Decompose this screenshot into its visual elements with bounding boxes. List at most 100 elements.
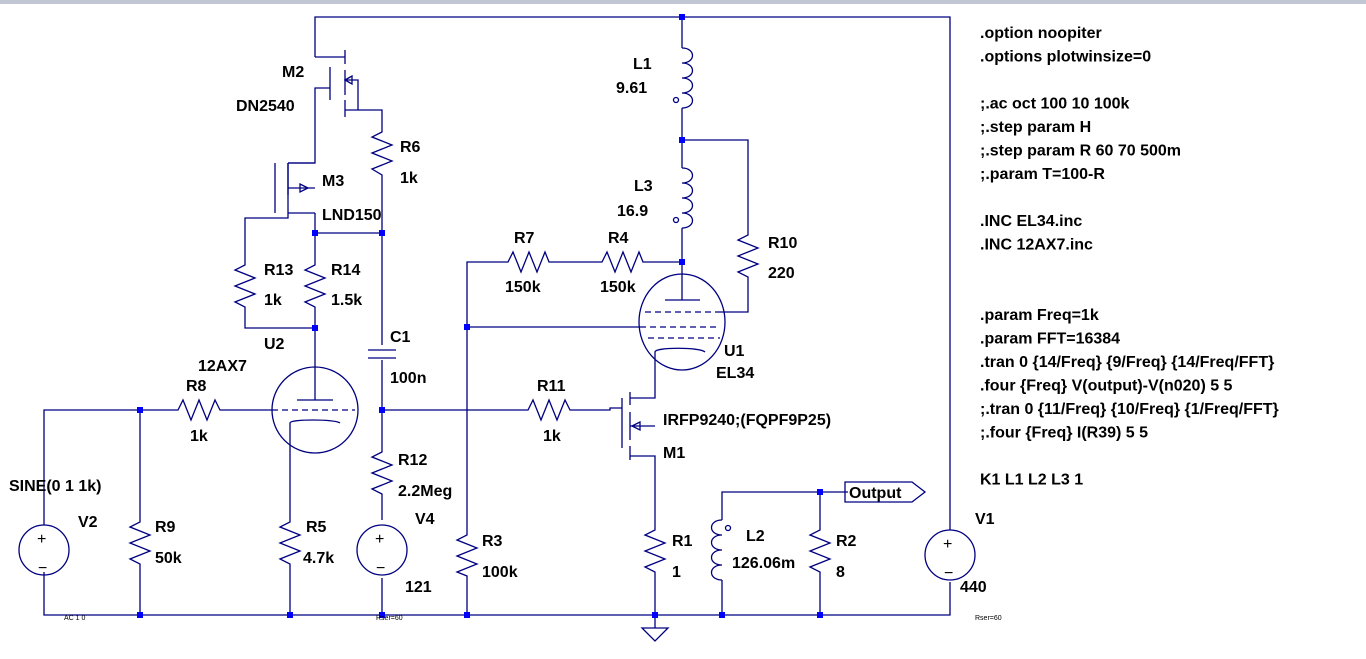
spice-directive-line[interactable]: .option noopiter — [980, 25, 1102, 42]
label-V2-value: SINE(0 1 1k) — [9, 478, 101, 495]
resistor-R14[interactable] — [303, 253, 327, 312]
capacitor-C1[interactable] — [368, 349, 396, 359]
spice-directive-line[interactable]: .four {Freq} V(output)-V(n020) 5 5 — [980, 378, 1233, 395]
schematic-svg[interactable]: + − + − + − Output M2 DN2540 R6 1k M3 LN… — [0, 4, 1366, 654]
label-R9-ref: R9 — [155, 519, 176, 536]
resistor-R10[interactable] — [736, 225, 760, 283]
svg-text:−: − — [376, 560, 385, 577]
svg-text:+: + — [37, 531, 46, 548]
spice-directive-line[interactable]: ;.step param R 60 70 500m — [980, 143, 1181, 160]
label-L1-ref: L1 — [633, 56, 652, 73]
label-R12-value: 2.2Meg — [398, 483, 452, 500]
label-R2-value: 8 — [836, 564, 845, 581]
mosfet-M1[interactable] — [621, 378, 656, 465]
inductor-L2[interactable] — [710, 519, 732, 581]
label-V4-sub: Rser=60 — [376, 615, 403, 622]
label-R13-value: 1k — [264, 292, 282, 309]
wire-top-rail — [314, 16, 951, 530]
tube-U1[interactable] — [638, 273, 726, 371]
schematic-canvas[interactable]: + − + − + − Output M2 DN2540 R6 1k M3 LN… — [0, 4, 1366, 654]
label-M3-ref: M3 — [322, 173, 344, 190]
label-R7-value: 150k — [505, 279, 541, 296]
label-V1-sub: Rser=60 — [975, 615, 1002, 622]
svg-text:+: + — [375, 531, 384, 548]
label-M2-value: DN2540 — [236, 98, 295, 115]
spice-directive-line[interactable]: ;.step param H — [980, 119, 1091, 136]
inductor-L3[interactable] — [672, 167, 694, 229]
inductor-L1[interactable] — [672, 47, 694, 109]
label-R13-ref: R13 — [264, 262, 293, 279]
wire-ground-rail — [43, 572, 951, 616]
label-V2-ref: V2 — [78, 514, 98, 531]
spice-directive-line[interactable]: .options plotwinsize=0 — [980, 49, 1151, 66]
spice-directive-line[interactable]: .tran 0 {14/Freq} {9/Freq} {14/Freq/FFT} — [980, 354, 1274, 371]
title-bar — [0, 0, 1366, 4]
label-R1-value: 1 — [672, 564, 681, 581]
label-R12-ref: R12 — [398, 452, 427, 469]
spice-directive-line[interactable]: ;.tran 0 {11/Freq} {10/Freq} {1/Freq/FFT… — [980, 401, 1279, 418]
resistor-R13[interactable] — [233, 253, 257, 312]
ground-symbol[interactable] — [640, 627, 670, 642]
spice-directive-line[interactable]: .param Freq=1k — [980, 307, 1099, 324]
label-R9-value: 50k — [155, 550, 182, 567]
label-R4-value: 150k — [600, 279, 636, 296]
component-labels: M2 DN2540 R6 1k M3 LND150 R13 1k R14 1.5… — [9, 56, 1002, 622]
output-net-label[interactable]: Output — [844, 481, 927, 503]
resistor-R11[interactable] — [520, 398, 578, 422]
resistor-R5[interactable] — [278, 512, 302, 572]
output-label-text: Output — [849, 485, 902, 502]
label-R14-value: 1.5k — [331, 292, 362, 309]
resistor-R8[interactable] — [170, 398, 228, 422]
label-V4-value: 121 — [405, 579, 432, 596]
voltage-source-V1[interactable]: + − — [924, 529, 976, 582]
spice-directive-line[interactable]: ;.ac oct 100 10 100k — [980, 96, 1130, 113]
label-R14-ref: R14 — [331, 262, 360, 279]
svg-text:+: + — [943, 536, 952, 553]
resistor-R9[interactable] — [128, 512, 152, 572]
label-C1-value: 100n — [390, 370, 426, 387]
resistor-R2[interactable] — [808, 520, 832, 580]
resistor-R12[interactable] — [370, 440, 394, 498]
label-M2-ref: M2 — [282, 64, 304, 81]
label-L2-value: 126.06m — [732, 555, 795, 572]
spice-directive-line[interactable]: K1 L1 L2 L3 1 — [980, 472, 1083, 489]
tube-U2[interactable] — [271, 366, 359, 454]
label-R11-ref: R11 — [537, 378, 566, 395]
label-R3-value: 100k — [482, 564, 518, 581]
voltage-source-V4[interactable]: + − — [356, 524, 408, 577]
label-R5-ref: R5 — [306, 519, 327, 536]
junction-nodes — [137, 14, 823, 618]
mosfet-M3[interactable] — [274, 162, 315, 214]
svg-text:−: − — [38, 560, 47, 577]
spice-directive-line[interactable]: .param FFT=16384 — [980, 331, 1120, 348]
resistor-R3[interactable] — [455, 525, 479, 580]
resistor-R6[interactable] — [370, 120, 394, 188]
wires — [43, 16, 951, 628]
resistor-R7[interactable] — [498, 250, 552, 274]
label-R8-ref: R8 — [186, 378, 207, 395]
spice-directive-line[interactable]: ;.four {Freq} I(R39) 5 5 — [980, 425, 1148, 442]
label-R2-ref: R2 — [836, 533, 857, 550]
spice-directive-line[interactable]: ;.param T=100-R — [980, 166, 1105, 183]
voltage-source-V2[interactable]: + − — [18, 524, 70, 577]
label-V1-ref: V1 — [975, 511, 995, 528]
label-R4-ref: R4 — [608, 230, 629, 247]
resistor-R4[interactable] — [598, 250, 645, 274]
spice-directive-line[interactable]: .INC 12AX7.inc — [980, 237, 1093, 254]
label-V2-sub: AC 1 0 — [64, 615, 86, 622]
label-M1-ref: M1 — [663, 445, 685, 462]
spice-directive-line[interactable]: .INC EL34.inc — [980, 213, 1082, 230]
label-R3-ref: R3 — [482, 533, 503, 550]
label-R11-value: 1k — [543, 428, 561, 445]
label-R6-ref: R6 — [400, 139, 421, 156]
svg-text:−: − — [944, 565, 953, 582]
resistor-R1[interactable] — [643, 520, 667, 580]
label-R10-ref: R10 — [768, 235, 797, 252]
spice-directives[interactable]: .option noopiter .options plotwinsize=0;.… — [980, 25, 1279, 489]
label-V1-value: 440 — [960, 579, 987, 596]
label-R6-value: 1k — [400, 170, 418, 187]
label-C1-ref: C1 — [390, 329, 411, 346]
mosfet-M2[interactable] — [329, 50, 359, 117]
label-R5-value: 4.7k — [303, 550, 334, 567]
label-L3-value: 16.9 — [617, 203, 648, 220]
